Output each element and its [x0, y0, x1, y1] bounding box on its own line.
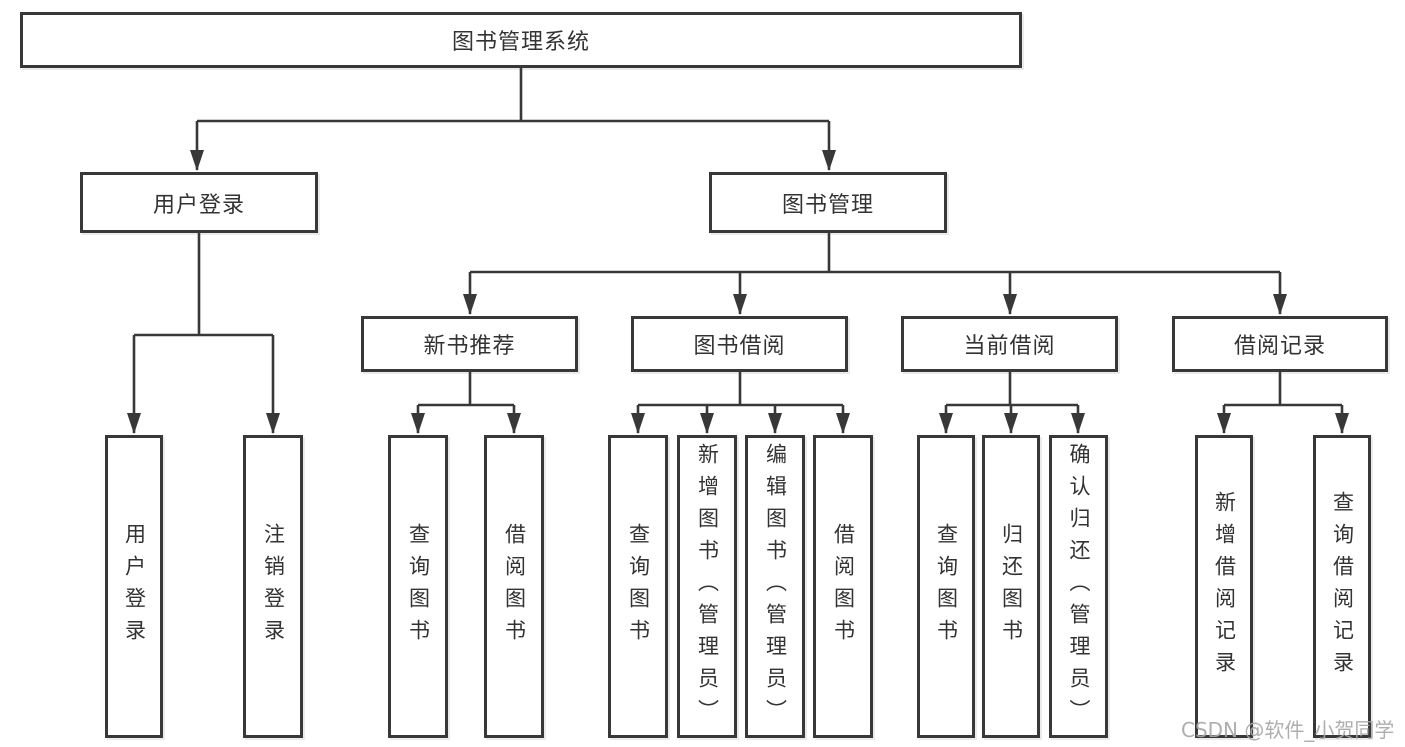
node-book-management: 图书管理 [709, 172, 947, 233]
node-label: 新增借阅记录 [1212, 490, 1237, 683]
node-label: 注销登录 [261, 522, 286, 651]
watermark-text: CSDN @软件_小贺同学 [1181, 718, 1395, 742]
node-label: 借阅图书 [502, 522, 527, 651]
node-label: 归还图书 [999, 522, 1024, 651]
node-label: 图书借阅 [693, 334, 786, 359]
node-user-login-leaf: 用户登录 [105, 435, 163, 738]
node-edit-book-admin: 编辑图书（管理员） [745, 435, 805, 738]
node-book-borrowing: 图书借阅 [631, 316, 848, 372]
node-confirm-return-admin: 确认归还（管理员） [1049, 435, 1108, 738]
node-label: 查询借阅记录 [1330, 490, 1355, 683]
node-label: 借阅图书 [831, 522, 856, 651]
node-query-books-borrowing: 查询图书 [608, 435, 668, 738]
node-label: 查询图书 [934, 522, 959, 651]
node-label: 编辑图书（管理员） [763, 442, 788, 731]
node-return-books: 归还图书 [982, 435, 1040, 738]
node-label: 当前借阅 [963, 334, 1056, 359]
node-borrow-books-borrowing: 借阅图书 [813, 435, 873, 738]
node-query-books-current: 查询图书 [917, 435, 975, 738]
node-logout: 注销登录 [243, 435, 303, 738]
node-add-borrow-record: 新增借阅记录 [1195, 435, 1253, 738]
node-borrowing-records: 借阅记录 [1172, 316, 1388, 372]
node-library-system: 图书管理系统 [20, 12, 1022, 68]
node-new-book-recommendation: 新书推荐 [361, 316, 578, 372]
node-label: 新书推荐 [423, 334, 516, 359]
node-label: 确认归还（管理员） [1067, 442, 1091, 731]
node-add-book-admin: 新增图书（管理员） [677, 435, 737, 738]
node-label: 图书管理 [781, 192, 874, 218]
node-user-login: 用户登录 [80, 172, 318, 233]
node-label: 查询图书 [406, 522, 431, 651]
node-label: 借阅记录 [1233, 334, 1326, 359]
node-label: 用户登录 [152, 192, 245, 218]
node-label: 新增图书（管理员） [695, 442, 720, 731]
node-label: 图书管理系统 [451, 30, 590, 55]
node-label: 用户登录 [122, 522, 147, 651]
node-query-borrow-record: 查询借阅记录 [1313, 435, 1371, 738]
node-current-borrowing: 当前借阅 [901, 316, 1118, 372]
node-borrow-books-recommend: 借阅图书 [484, 435, 544, 738]
connector-segments [134, 68, 1342, 407]
node-query-books-recommend: 查询图书 [388, 435, 448, 738]
node-label: 查询图书 [626, 522, 651, 651]
